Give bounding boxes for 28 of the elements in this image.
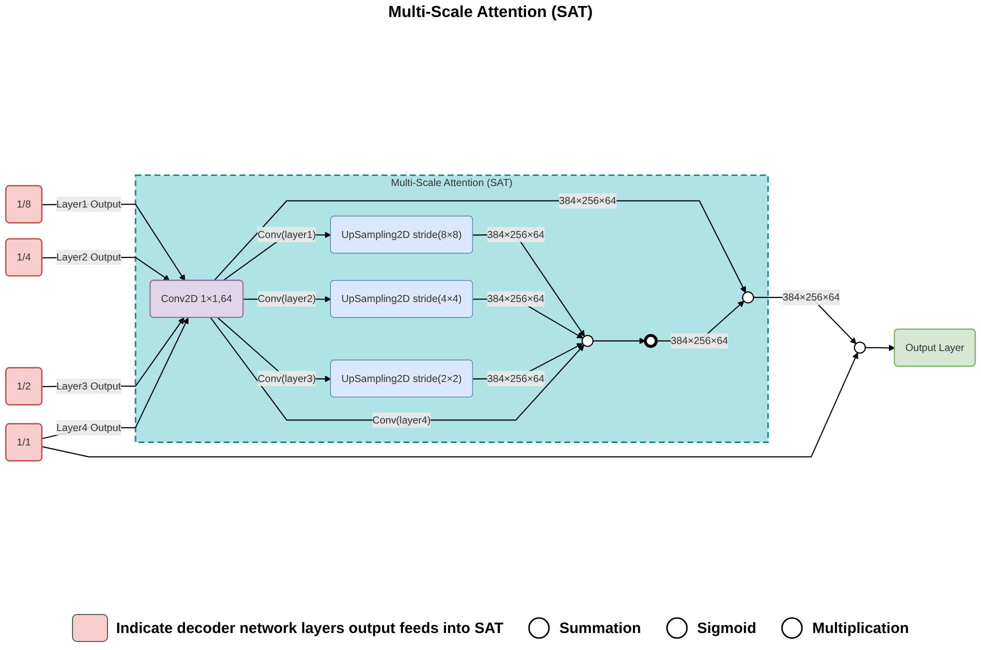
edge-label: Conv(layer4): [372, 414, 431, 426]
edge-label: Conv(layer2): [258, 292, 316, 304]
legend-label: Indicate decoder network layers output feeds into SAT: [116, 620, 504, 636]
edge-label: Layer2 Output: [56, 251, 121, 263]
legend-label: Sigmoid: [697, 620, 756, 636]
edge-label: 384×256×64: [670, 334, 728, 346]
edge-label: Conv(layer1): [258, 228, 316, 240]
node-circle: [854, 342, 866, 354]
edge-label: 384×256×64: [487, 372, 544, 384]
edge-label: 384×256×64: [782, 291, 840, 303]
edge-label: 384×256×64: [487, 292, 544, 304]
legend-label: Summation: [559, 620, 642, 636]
node-circle: [742, 291, 754, 304]
edge-label: Conv(layer3): [258, 372, 316, 384]
diagram-title: Multi-Scale Attention (SAT): [388, 4, 593, 22]
edge-label: 384×256×64: [558, 194, 616, 206]
edge-label: Layer1 Output: [56, 198, 121, 210]
arrow: [865, 344, 896, 352]
node-circle: [582, 334, 594, 347]
arrow: [593, 338, 646, 344]
arrow: [473, 234, 585, 337]
arrow: [214, 200, 746, 293]
edge-label: Layer4 Output: [56, 422, 121, 434]
edge-label: Layer3 Output: [56, 380, 121, 392]
arrow: [42, 352, 858, 458]
node-circle: [644, 334, 658, 348]
edge-label: 384×256×64: [487, 228, 544, 240]
legend-label: Multiplication: [812, 620, 909, 636]
